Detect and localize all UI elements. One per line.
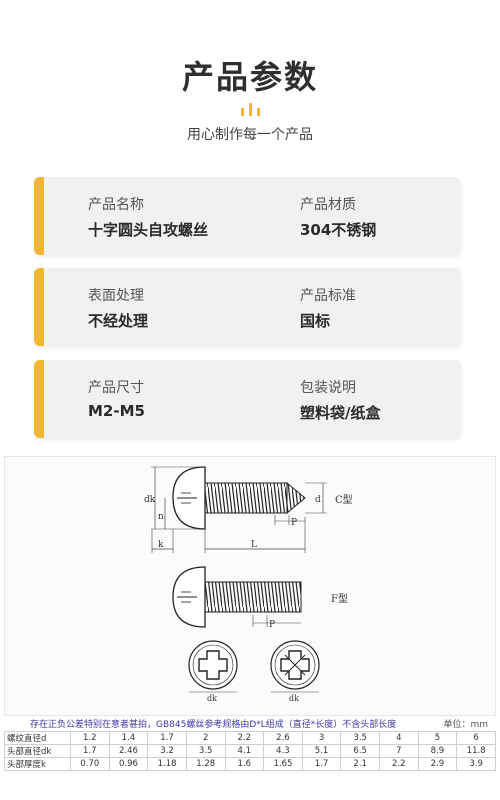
param-value-surface: 不经处理 (88, 312, 149, 330)
table-row: 头部厚度k 0.70 0.96 1.18 1.28 1.6 1.65 1.7 2… (4, 757, 496, 771)
table-row: 头部直径dk 1.7 2.46 3.2 3.5 4.1 4.3 5.1 6.5 … (4, 744, 496, 758)
param-label-name: 产品名称 (88, 197, 144, 213)
dim-label-p-f: P (269, 620, 275, 630)
param-value-standard: 国标 (300, 312, 331, 330)
table-cell: 6.5 (340, 744, 380, 758)
table-cell: 1.28 (185, 757, 226, 771)
table-cell: 2.1 (340, 757, 380, 771)
row-header-head-thickness: 头部厚度k (4, 757, 71, 771)
table-cell: 7 (379, 744, 419, 758)
c-type-label: C型 (335, 493, 353, 506)
cross-recess-head-view (188, 640, 238, 693)
param-label-surface: 表面处理 (88, 288, 144, 304)
param-label-package: 包装说明 (300, 380, 356, 396)
table-cell: 3.5 (185, 744, 226, 758)
table-cell: 1.65 (263, 757, 303, 771)
table-cell: 1.6 (224, 757, 265, 771)
tolerance-note: 存在正负公差特别在意者甚拍，GB845螺丝参考规格由D*L组成（直径*长度）不含… (4, 716, 496, 730)
param-card-name-material: 产品名称 十字圆头自攻螺丝 产品材质 304不锈钢 (34, 177, 461, 255)
param-value-name: 十字圆头自攻螺丝 (88, 221, 209, 239)
table-cell: 1.18 (147, 757, 187, 771)
dim-label-k: k (158, 540, 164, 550)
table-cell: 0.70 (70, 757, 110, 771)
page-title: 产品参数 (181, 58, 318, 96)
table-cell: 2 (185, 731, 226, 745)
dim-label-p: P (291, 518, 297, 528)
param-card-size-package: 产品尺寸 M2-M5 包装说明 塑料袋/纸盒 (34, 360, 461, 438)
card-accent-bar (34, 177, 44, 255)
table-cell: 1.2 (70, 731, 110, 745)
param-label-material: 产品材质 (300, 197, 356, 213)
dim-label-l: L (251, 540, 257, 550)
table-cell: 4 (379, 731, 419, 745)
dim-label-dk-head2: dk (289, 694, 299, 703)
table-cell: 4.1 (224, 744, 265, 758)
table-cell: 2.2 (379, 757, 419, 771)
dim-label-dk: dk (144, 495, 156, 505)
param-label-standard: 产品标准 (300, 288, 356, 304)
row-header-thread-diameter: 螺纹直径d (4, 731, 71, 745)
table-cell: 8.9 (417, 744, 458, 758)
table-cell: 1.7 (70, 744, 110, 758)
c-type-screw-drawing (151, 466, 327, 553)
unit-label: 单位：mm (443, 720, 488, 730)
screw-drawing-svg: dk n d P k L C型 P F型 dk (144, 466, 353, 703)
card-accent-bar (34, 360, 44, 438)
f-type-label: F型 (331, 592, 348, 605)
table-cell: 0.96 (108, 757, 149, 771)
title-decoration-bars (239, 102, 263, 116)
param-value-size: M2-M5 (88, 402, 145, 420)
table-cell: 1.7 (301, 757, 342, 771)
dim-label-dk-head1: dk (207, 694, 217, 703)
card-accent-bar (34, 268, 44, 346)
table-cell: 2.9 (417, 757, 458, 771)
table-cell: 6 (456, 731, 496, 745)
pozi-recess-head-view (270, 640, 320, 693)
table-cell: 2.2 (224, 731, 265, 745)
param-label-size: 产品尺寸 (88, 380, 144, 396)
table-cell: 4.3 (263, 744, 303, 758)
table-row: 螺纹直径d 1.2 1.4 1.7 2 2.2 2.6 3 3.5 4 5 6 (4, 731, 496, 745)
table-cell: 5 (417, 731, 458, 745)
table-cell: 1.4 (108, 731, 149, 745)
screw-technical-drawing: dk n d P k L C型 P F型 dk (4, 456, 496, 716)
spec-table: 螺纹直径d 1.2 1.4 1.7 2 2.2 2.6 3 3.5 4 5 6 … (4, 731, 496, 771)
table-cell: 11.8 (456, 744, 496, 758)
table-cell: 3.5 (340, 731, 380, 745)
table-cell: 5.1 (301, 744, 342, 758)
param-value-material: 304不锈钢 (300, 221, 377, 239)
table-cell: 2.6 (263, 731, 303, 745)
dim-label-n: n (158, 512, 164, 522)
table-cell: 3 (301, 731, 342, 745)
dim-label-d: d (315, 495, 321, 505)
tolerance-note-text: 存在正负公差特别在意者甚拍，GB845螺丝参考规格由D*L组成（直径*长度）不含… (30, 720, 397, 730)
page-subtitle: 用心制作每一个产品 (187, 127, 313, 143)
table-cell: 2.46 (108, 744, 149, 758)
param-value-package: 塑料袋/纸盒 (300, 404, 381, 422)
table-cell: 1.7 (147, 731, 187, 745)
param-card-surface-standard: 表面处理 不经处理 产品标准 国标 (34, 268, 461, 346)
table-cell: 3.9 (456, 757, 496, 771)
row-header-head-diameter: 头部直径dk (4, 744, 71, 758)
f-type-screw-drawing (172, 566, 302, 628)
table-cell: 3.2 (147, 744, 187, 758)
